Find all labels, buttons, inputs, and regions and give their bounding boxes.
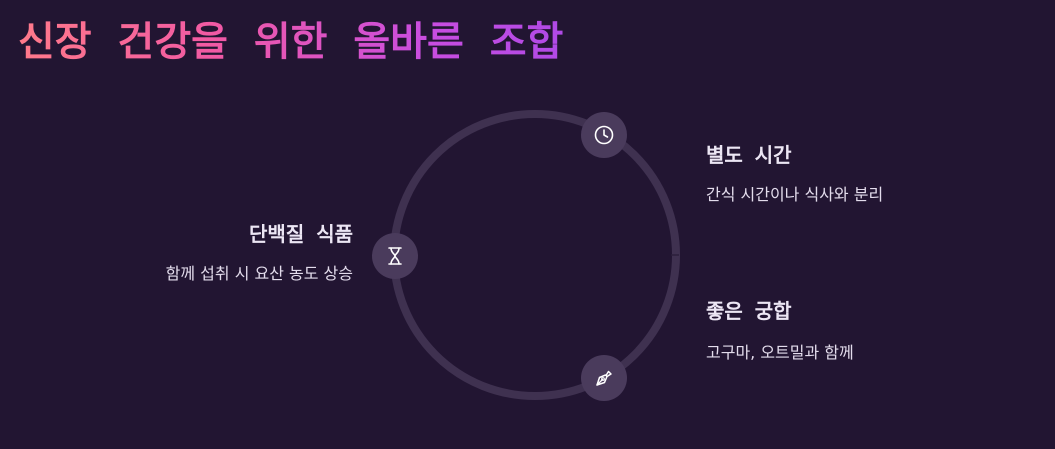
node-hourglass (372, 233, 418, 279)
clock-icon (594, 125, 614, 145)
hourglass-icon (388, 247, 402, 265)
page-title: 신장 건강을 위한 올바른 조합 (18, 14, 563, 70)
item-desc-protein-food: 함께 섭취 시 요산 농도 상승 (165, 264, 353, 283)
node-pen (581, 355, 627, 401)
node-clock (581, 112, 627, 158)
item-title-protein-food: 단백질 식품 (249, 222, 353, 246)
item-title-separate-time: 별도 시간 (706, 143, 792, 167)
item-desc-good-match: 고구마, 오트밀과 함께 (706, 343, 854, 362)
pen-nib-icon (596, 370, 612, 386)
item-title-good-match: 좋은 궁합 (706, 299, 792, 323)
item-desc-separate-time: 간식 시간이나 식사와 분리 (706, 185, 884, 204)
cycle-ring (390, 110, 680, 400)
